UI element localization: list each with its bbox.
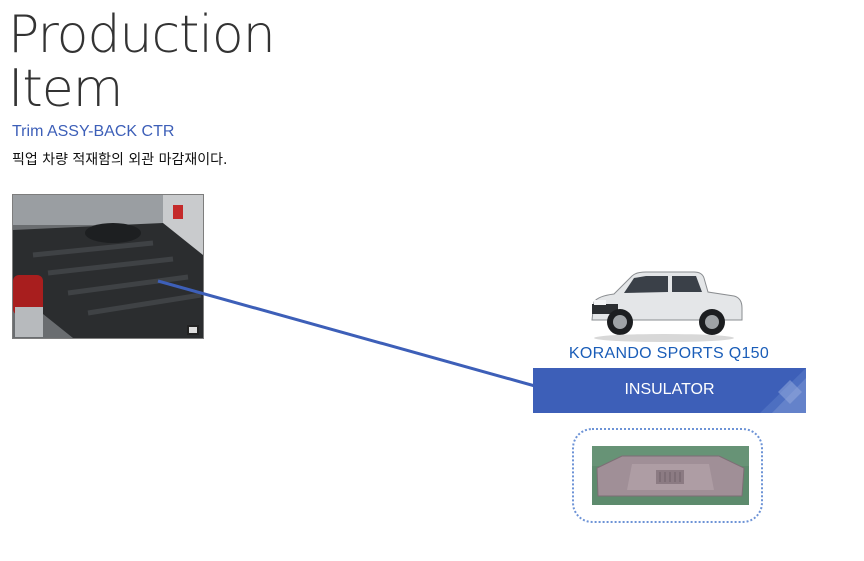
page-title-line1: Production — [8, 5, 276, 65]
part-banner: INSULATOR — [533, 368, 806, 413]
vehicle-model-label: KORANDO SPORTS Q150 — [568, 345, 770, 362]
page-title: Production Item — [8, 5, 276, 119]
part-label: INSULATOR — [624, 381, 715, 398]
vehicle-photo — [591, 271, 743, 342]
product-name: Trim ASSY-BACK CTR — [12, 123, 175, 140]
truck-bed-photo — [12, 194, 204, 339]
part-image-frame — [572, 428, 763, 523]
product-description: 픽업 차량 적재함의 외관 마감재이다. — [12, 152, 228, 168]
insulator-part-photo — [592, 446, 749, 505]
banner-decoration — [760, 368, 806, 413]
page-title-line2: Item — [8, 59, 123, 119]
